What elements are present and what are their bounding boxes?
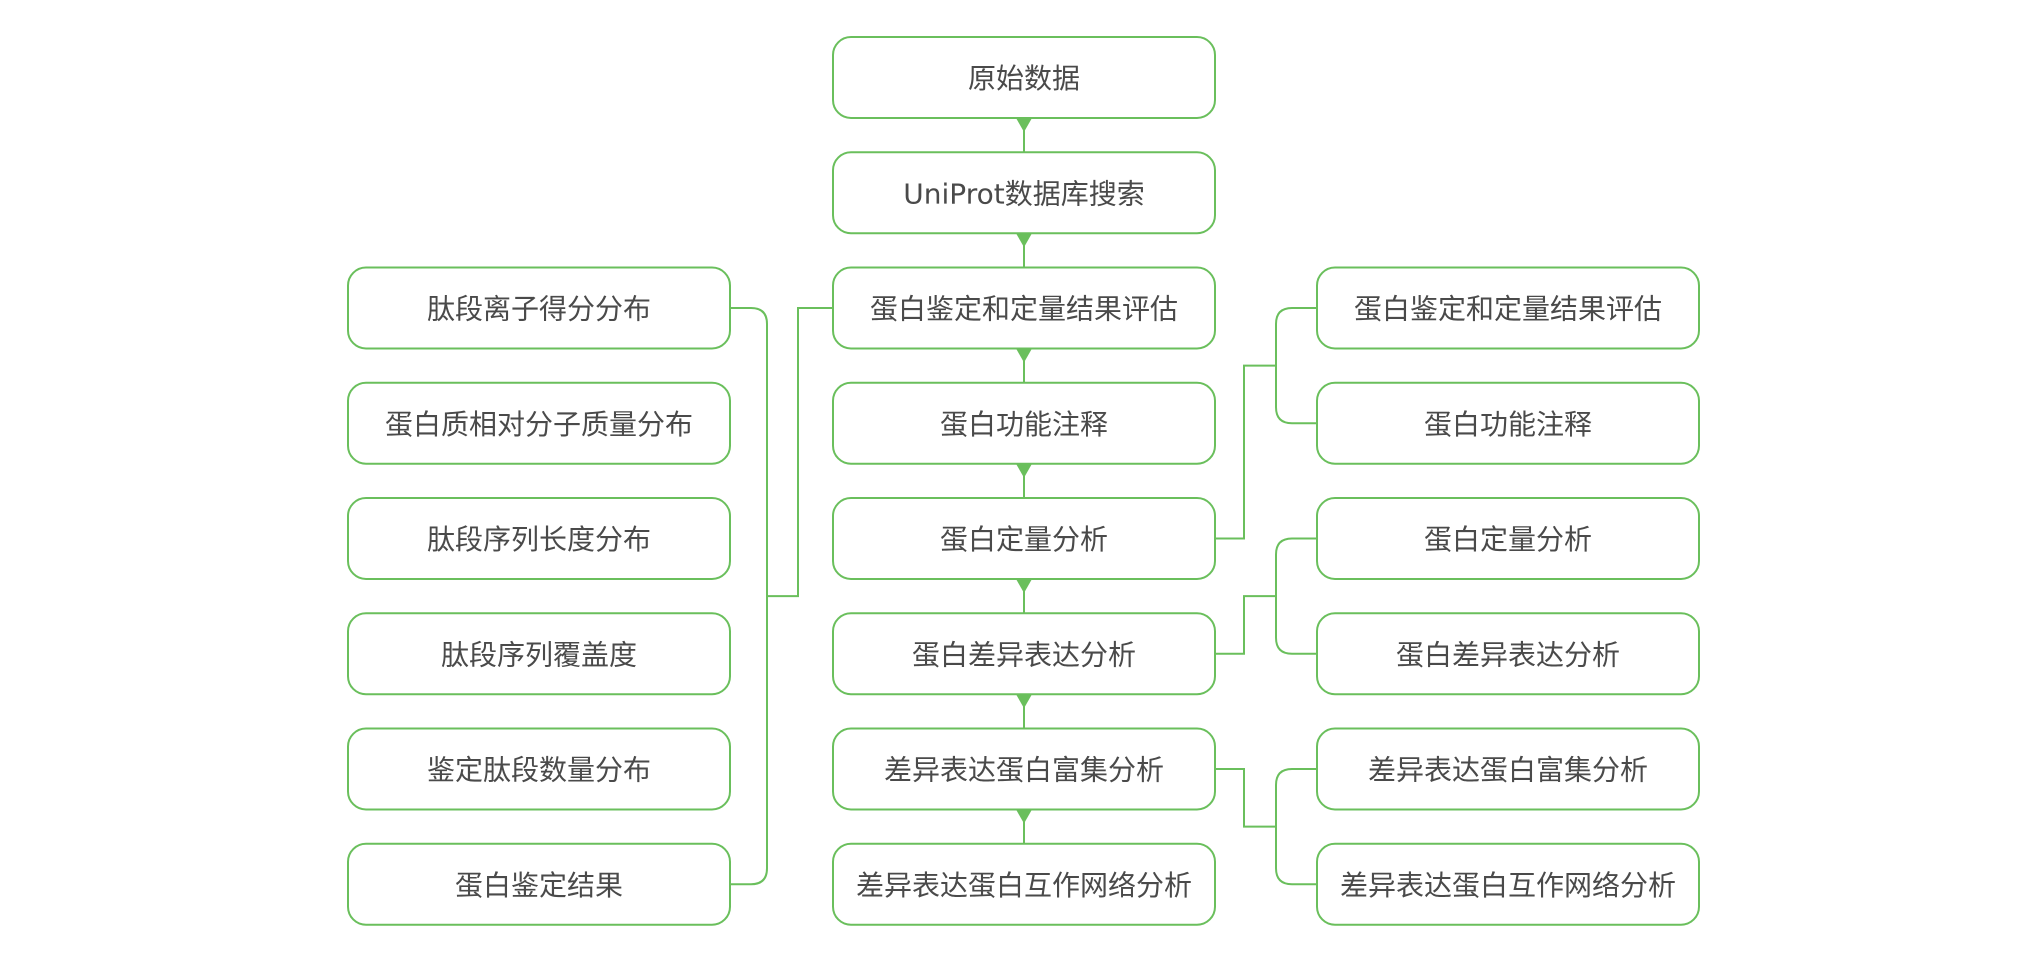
right-bracket-3-link bbox=[1215, 768, 1276, 828]
node-label: 蛋白差异表达分析 bbox=[1396, 638, 1620, 671]
node-box bbox=[832, 497, 1216, 580]
node-label: 原始数据 bbox=[968, 62, 1080, 95]
arrow-down-icon bbox=[1016, 463, 1032, 478]
left-bracket bbox=[730, 307, 768, 886]
node-box bbox=[832, 612, 1216, 696]
node-identification-result: 蛋白鉴定结果 bbox=[347, 842, 731, 926]
arrow-down-icon bbox=[1016, 579, 1032, 593]
right-bracket-1-link bbox=[1215, 364, 1276, 540]
node-label: 蛋白功能注释 bbox=[940, 408, 1108, 441]
node-box bbox=[832, 727, 1216, 811]
node-label: UniProt数据库搜索 bbox=[903, 177, 1144, 210]
arrow-down-icon bbox=[1016, 118, 1032, 132]
node-box bbox=[347, 497, 731, 580]
node-box bbox=[832, 151, 1216, 235]
node-r-function-annotation: 蛋白功能注释 bbox=[1316, 381, 1700, 465]
node-peptide-ion-score: 肽段离子得分分布 bbox=[347, 266, 731, 350]
node-box bbox=[347, 842, 731, 926]
node-diff-expression: 蛋白差异表达分析 bbox=[832, 612, 1216, 696]
node-label: 蛋白定量分析 bbox=[1424, 523, 1592, 556]
arrow-down-icon bbox=[1016, 348, 1032, 363]
node-peptide-length: 肽段序列长度分布 bbox=[347, 497, 731, 580]
right-bracket-2-link bbox=[1215, 595, 1276, 655]
node-protein-mass: 蛋白质相对分子质量分布 bbox=[347, 381, 731, 465]
connectors bbox=[730, 118, 1317, 886]
node-box bbox=[347, 612, 731, 696]
node-box bbox=[1316, 842, 1700, 926]
node-peptide-count: 鉴定肽段数量分布 bbox=[347, 727, 731, 811]
node-box bbox=[832, 36, 1216, 119]
node-box bbox=[1316, 497, 1700, 580]
node-label: 肽段序列覆盖度 bbox=[441, 638, 637, 671]
node-label: 蛋白差异表达分析 bbox=[912, 638, 1136, 671]
right-bracket-3 bbox=[1275, 768, 1317, 886]
node-box bbox=[1316, 612, 1700, 696]
arrow-down-icon bbox=[1016, 809, 1032, 824]
node-network: 差异表达蛋白互作网络分析 bbox=[832, 842, 1216, 926]
node-label: 鉴定肽段数量分布 bbox=[427, 754, 651, 787]
node-peptide-coverage: 肽段序列覆盖度 bbox=[347, 612, 731, 696]
node-label: 蛋白定量分析 bbox=[940, 523, 1108, 556]
node-label: 差异表达蛋白互作网络分析 bbox=[1340, 869, 1676, 902]
node-identification-eval: 蛋白鉴定和定量结果评估 bbox=[832, 266, 1216, 350]
node-enrichment: 差异表达蛋白富集分析 bbox=[832, 727, 1216, 811]
node-r-identification-eval: 蛋白鉴定和定量结果评估 bbox=[1316, 266, 1700, 350]
left-bracket-link bbox=[767, 307, 833, 598]
node-box bbox=[1316, 266, 1700, 350]
node-label: 蛋白质相对分子质量分布 bbox=[385, 408, 693, 441]
node-box bbox=[347, 381, 731, 465]
arrow-down-icon bbox=[1016, 694, 1032, 709]
node-label: 肽段离子得分分布 bbox=[427, 293, 651, 326]
node-r-diff-expression: 蛋白差异表达分析 bbox=[1316, 612, 1700, 696]
node-box bbox=[832, 381, 1216, 465]
node-label: 蛋白鉴定和定量结果评估 bbox=[870, 293, 1178, 326]
nodes: 原始数据UniProt数据库搜索蛋白鉴定和定量结果评估蛋白功能注释蛋白定量分析蛋… bbox=[347, 36, 1700, 926]
right-bracket-2 bbox=[1275, 537, 1317, 655]
node-box bbox=[1316, 381, 1700, 465]
node-box bbox=[347, 727, 731, 811]
node-box bbox=[347, 266, 731, 350]
node-uniprot-search: UniProt数据库搜索 bbox=[832, 151, 1216, 235]
node-label: 蛋白鉴定和定量结果评估 bbox=[1354, 293, 1662, 326]
node-r-enrichment: 差异表达蛋白富集分析 bbox=[1316, 727, 1700, 811]
node-label: 差异表达蛋白互作网络分析 bbox=[856, 869, 1192, 902]
node-r-network: 差异表达蛋白互作网络分析 bbox=[1316, 842, 1700, 926]
node-label: 差异表达蛋白富集分析 bbox=[1368, 754, 1648, 787]
node-box bbox=[832, 266, 1216, 350]
node-raw-data: 原始数据 bbox=[832, 36, 1216, 119]
node-label: 肽段序列长度分布 bbox=[427, 523, 651, 556]
node-r-quant-analysis: 蛋白定量分析 bbox=[1316, 497, 1700, 580]
node-box bbox=[832, 842, 1216, 926]
node-box bbox=[1316, 727, 1700, 811]
node-label: 差异表达蛋白富集分析 bbox=[884, 754, 1164, 787]
arrow-down-icon bbox=[1016, 233, 1032, 248]
node-label: 蛋白鉴定结果 bbox=[455, 869, 623, 902]
node-label: 蛋白功能注释 bbox=[1424, 408, 1592, 441]
node-quant-analysis: 蛋白定量分析 bbox=[832, 497, 1216, 580]
node-function-annotation: 蛋白功能注释 bbox=[832, 381, 1216, 465]
right-bracket-1 bbox=[1275, 307, 1317, 425]
